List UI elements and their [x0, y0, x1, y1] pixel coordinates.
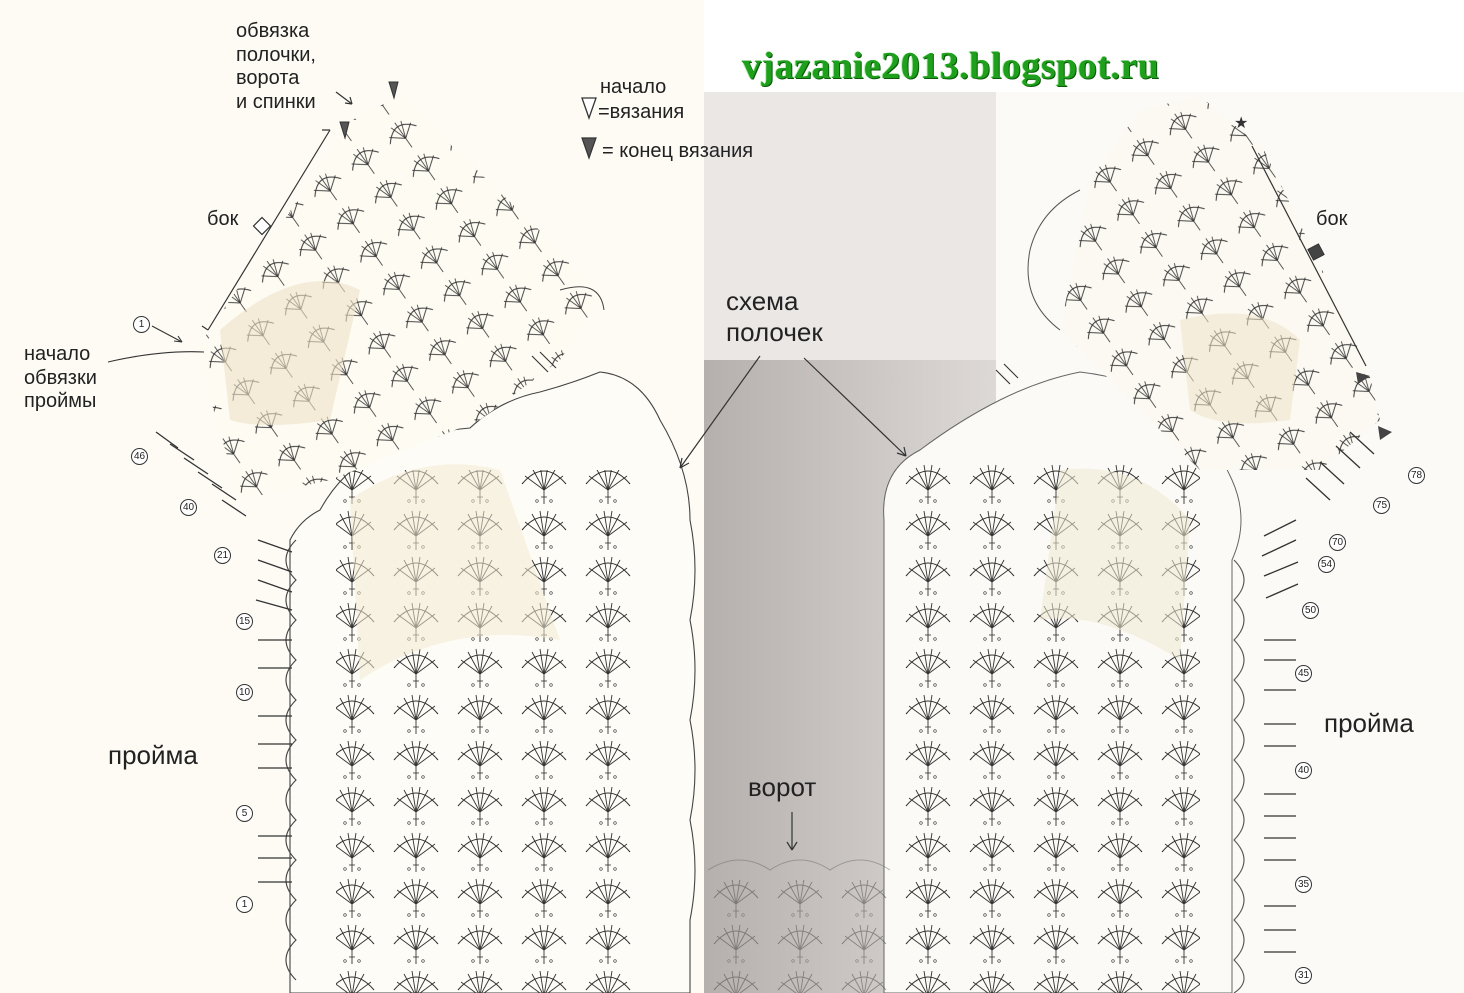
- side-label-right: бок: [1316, 208, 1348, 230]
- row-number-marker: 70: [1329, 534, 1346, 551]
- fronts-scheme-label: схема полочек: [726, 286, 823, 347]
- row-number-marker: 45: [1295, 665, 1312, 682]
- blog-watermark: vjazanie2013.blogspot.ru: [742, 45, 1160, 87]
- end-key: = конец вязания: [602, 140, 754, 162]
- row-number-marker: 21: [214, 547, 231, 564]
- row-number-marker: 1: [236, 896, 253, 913]
- row-number-marker: 15: [236, 613, 253, 630]
- armhole-label-left: пройма: [108, 740, 198, 770]
- row-number-marker: 54: [1318, 556, 1335, 573]
- svg-text:★: ★: [1234, 113, 1248, 132]
- armhole-label-right: пройма: [1324, 708, 1414, 738]
- row-number-marker: 75: [1373, 497, 1390, 514]
- row-number-marker: 35: [1295, 876, 1312, 893]
- row-number-marker: 50: [1302, 602, 1319, 619]
- row-number-marker: 5: [236, 805, 253, 822]
- row-number-marker: 1: [133, 316, 150, 333]
- row-number-marker: 40: [180, 499, 197, 516]
- row-number-marker: 78: [1408, 467, 1425, 484]
- armhole-edging-start-label: начало обвязки проймы: [24, 343, 97, 413]
- row-number-marker: 40: [1295, 762, 1312, 779]
- row-number-marker: 10: [236, 684, 253, 701]
- start-key: =вязания: [598, 101, 685, 123]
- edging-caption: обвязка полочки, ворота и спинки: [236, 20, 316, 113]
- start-label: начало: [600, 76, 667, 98]
- row-number-marker: 46: [131, 448, 148, 465]
- side-label-left: бок: [207, 208, 239, 230]
- row-number-marker: 31: [1295, 967, 1312, 984]
- collar-label: ворот: [748, 772, 817, 802]
